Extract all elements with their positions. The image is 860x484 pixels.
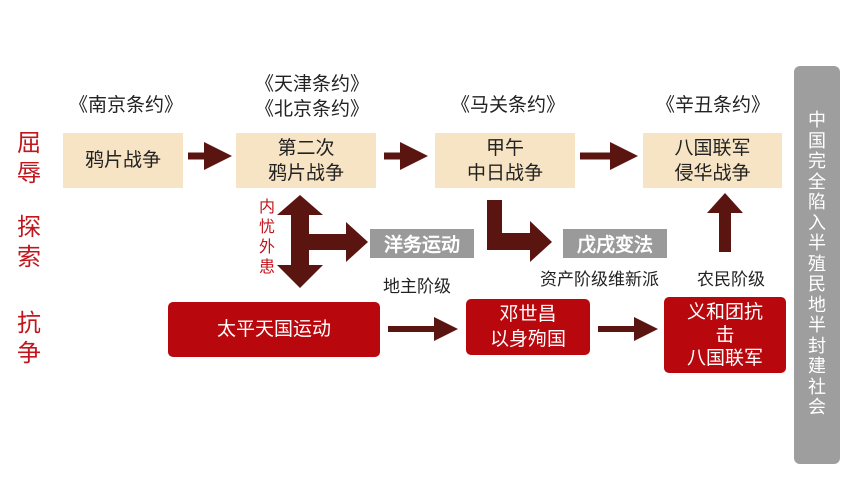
side-bar-char: 国 [808, 130, 826, 152]
label-exploration-char-2: 索 [17, 243, 41, 271]
side-bar-char: 全 [808, 171, 826, 193]
side-bar-char: 入 [808, 212, 826, 234]
war-eight-nation-line-2: 侵华战争 [674, 161, 751, 184]
internal-external-label: 内 忧 外 患 [257, 197, 277, 277]
event-taiping-box: 太平天国运动 [168, 302, 380, 357]
side-bar-char: 半 [808, 315, 826, 337]
movement-self-strengthening: 洋务运动 [370, 229, 474, 258]
arrow-to-reform-1898 [487, 200, 552, 262]
war-opium-text: 鸦片战争 [84, 149, 161, 171]
treaty-tianjin: 《天津条约》 [254, 73, 369, 95]
internal-external-char-1: 内 [258, 197, 275, 216]
class-peasant: 农民阶级 [697, 270, 765, 290]
class-landlord: 地主阶级 [383, 277, 451, 297]
treaty-beijing: 《北京条约》 [254, 98, 369, 120]
event-boxer-line-3: 八国联军 [686, 346, 763, 369]
label-humiliation-char-2: 辱 [17, 159, 41, 187]
event-deng-shichang-box: 邓世昌 以身殉国 [466, 299, 590, 355]
war-sino-japanese-box: 甲午 中日战争 [435, 133, 575, 188]
war-eight-nation-line-1: 八国联军 [674, 136, 751, 159]
event-deng-line-2: 以身殉国 [489, 328, 566, 350]
label-exploration: 探 索 [14, 212, 44, 272]
event-deng-line-1: 邓世昌 [499, 303, 557, 325]
event-taiping-text: 太平天国运动 [216, 318, 331, 340]
side-bar-char: 殖 [808, 253, 826, 275]
arrow-to-self-strengthening [309, 222, 368, 262]
movement-reform-1898-text: 戊戌变法 [576, 234, 653, 256]
side-bar-char: 陷 [808, 192, 826, 214]
label-exploration-char-1: 探 [17, 213, 41, 241]
war-sino-japanese-line-2: 中日战争 [466, 161, 543, 184]
label-resistance: 抗 争 [14, 308, 44, 368]
side-bar-char: 会 [808, 397, 826, 419]
war-second-opium-box: 第二次 鸦片战争 [236, 133, 376, 188]
side-bar-char: 完 [808, 151, 826, 173]
side-bar-char: 中 [808, 110, 826, 132]
treaty-maguan: 《马关条约》 [450, 94, 565, 116]
semi-colonial-conclusion-bar: 中 国 完 全 陷 入 半 殖 民 地 半 封 建 社 会 [794, 66, 840, 464]
internal-external-char-3: 外 [258, 237, 275, 256]
war-eight-nation-box: 八国联军 侵华战争 [643, 133, 782, 188]
war-opium-box: 鸦片战争 [63, 133, 183, 188]
side-bar-char: 地 [808, 294, 826, 316]
war-second-opium-line-2: 鸦片战争 [267, 161, 344, 184]
movement-reform-1898: 戊戌变法 [563, 229, 667, 258]
class-bourgeois-reform: 资产阶级维新派 [540, 270, 659, 290]
label-resistance-char-2: 争 [17, 339, 41, 367]
movement-self-strengthening-text: 洋务运动 [383, 234, 460, 256]
treaty-xinchou: 《辛丑条约》 [655, 94, 770, 116]
arrow-boxer-to-eight-nation [707, 193, 743, 252]
event-boxer-line-1: 义和团抗 [686, 300, 763, 323]
label-humiliation-char-1: 屈 [17, 129, 41, 157]
side-bar-char: 社 [808, 376, 826, 398]
treaty-nanjing: 《南京条约》 [68, 94, 183, 116]
side-bar-char: 半 [808, 233, 826, 255]
arrow-internal-external-double [277, 195, 323, 288]
side-bar-char: 封 [808, 335, 826, 357]
internal-external-char-2: 忧 [258, 217, 275, 236]
event-boxer-box: 义和团抗 击 八国联军 [664, 297, 786, 373]
war-second-opium-line-1: 第二次 [277, 136, 335, 159]
event-boxer-line-2: 击 [715, 323, 735, 346]
label-resistance-char-1: 抗 [17, 309, 41, 337]
side-bar-char: 建 [808, 356, 826, 378]
side-bar-char: 民 [808, 274, 826, 296]
internal-external-char-4: 患 [258, 257, 275, 276]
label-humiliation: 屈 辱 [14, 128, 44, 188]
war-sino-japanese-line-1: 甲午 [485, 136, 524, 159]
